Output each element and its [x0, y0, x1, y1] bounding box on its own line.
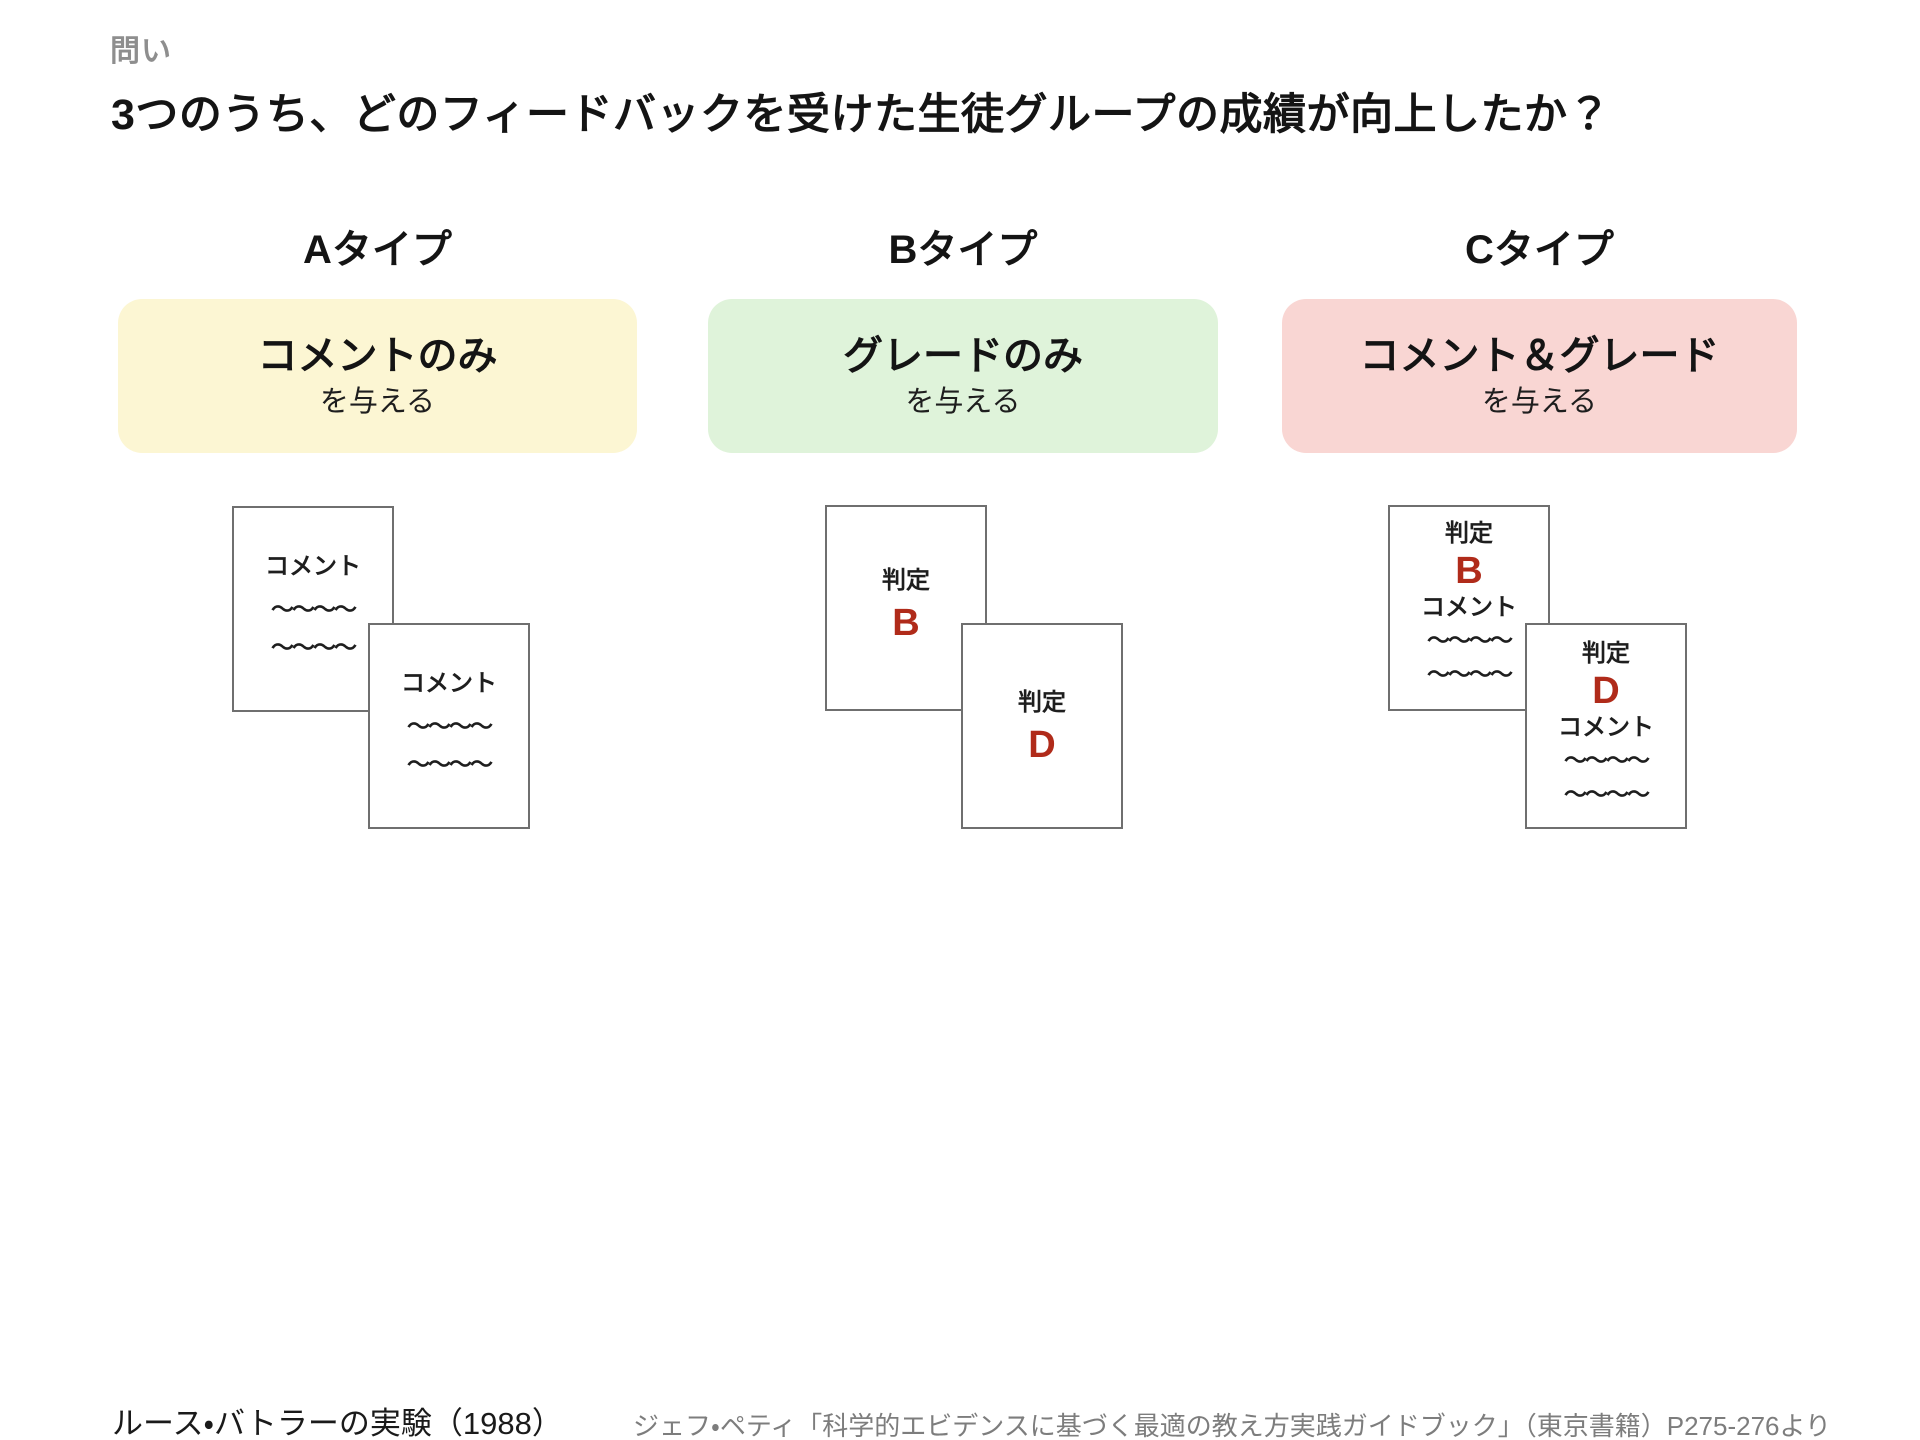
judgement-label: 判定 — [1018, 689, 1066, 716]
column-a-header: Aタイプ — [303, 228, 452, 272]
squiggle-line: 〜〜〜〜 — [1564, 781, 1650, 807]
squiggle-line: 〜〜〜〜 — [1564, 747, 1650, 773]
squiggle-line: 〜〜〜〜 — [271, 634, 357, 660]
paper-comment-grade-b: 判定 B コメント 〜〜〜〜 〜〜〜〜 — [1388, 505, 1550, 711]
judgement-label: 判定 — [1445, 520, 1493, 547]
comment-label: コメント — [401, 670, 497, 697]
experiment-caption: ルース・バトラーの実験（1988） — [112, 1406, 563, 1440]
comment-label: コメント — [1558, 714, 1654, 741]
feedback-box-comment-only: コメントのみ を与える — [118, 299, 637, 453]
paper-comment-back: コメント 〜〜〜〜 〜〜〜〜 — [232, 506, 394, 712]
squiggle-line: 〜〜〜〜 — [1427, 627, 1513, 653]
source-citation: ジェフ・ペティ「科学的エビデンスに基づく最適の教え方実践ガイドブック」（東京書籍… — [632, 1411, 1831, 1440]
squiggle-line: 〜〜〜〜 — [407, 751, 493, 777]
box-b-main-label: グレードのみ — [843, 334, 1083, 378]
feedback-box-comment-and-grade: コメント＆グレード を与える — [1282, 299, 1797, 453]
squiggle-line: 〜〜〜〜 — [271, 596, 357, 622]
column-c-header: Cタイプ — [1465, 228, 1614, 272]
grade-letter-d: D — [1028, 724, 1056, 766]
comment-label: コメント — [1421, 594, 1517, 621]
grade-letter-b: B — [892, 602, 920, 644]
grade-letter-d: D — [1592, 670, 1620, 712]
paper-grade-b: 判定 B — [825, 505, 987, 711]
squiggle-line: 〜〜〜〜 — [407, 713, 493, 739]
comment-label: コメント — [265, 553, 361, 580]
question-kicker: 問い — [110, 35, 172, 68]
paper-comment-front: コメント 〜〜〜〜 〜〜〜〜 — [368, 623, 530, 829]
paper-comment-grade-d: 判定 D コメント 〜〜〜〜 〜〜〜〜 — [1525, 623, 1687, 829]
feedback-box-grade-only: グレードのみ を与える — [708, 299, 1218, 453]
box-b-sub-label: を与える — [905, 386, 1021, 418]
box-c-sub-label: を与える — [1481, 386, 1598, 418]
column-b-header: Bタイプ — [888, 228, 1038, 272]
box-a-sub-label: を与える — [319, 386, 436, 418]
box-a-main-label: コメントのみ — [257, 334, 498, 378]
judgement-label: 判定 — [882, 567, 930, 594]
paper-grade-d: 判定 D — [961, 623, 1123, 829]
box-c-main-label: コメント＆グレード — [1359, 334, 1720, 378]
grade-letter-b: B — [1455, 550, 1483, 592]
judgement-label: 判定 — [1582, 640, 1630, 667]
slide-title: 3つのうち、どのフィードバックを受けた生徒グループの成績が向上したか？ — [111, 91, 1611, 139]
squiggle-line: 〜〜〜〜 — [1427, 661, 1513, 687]
